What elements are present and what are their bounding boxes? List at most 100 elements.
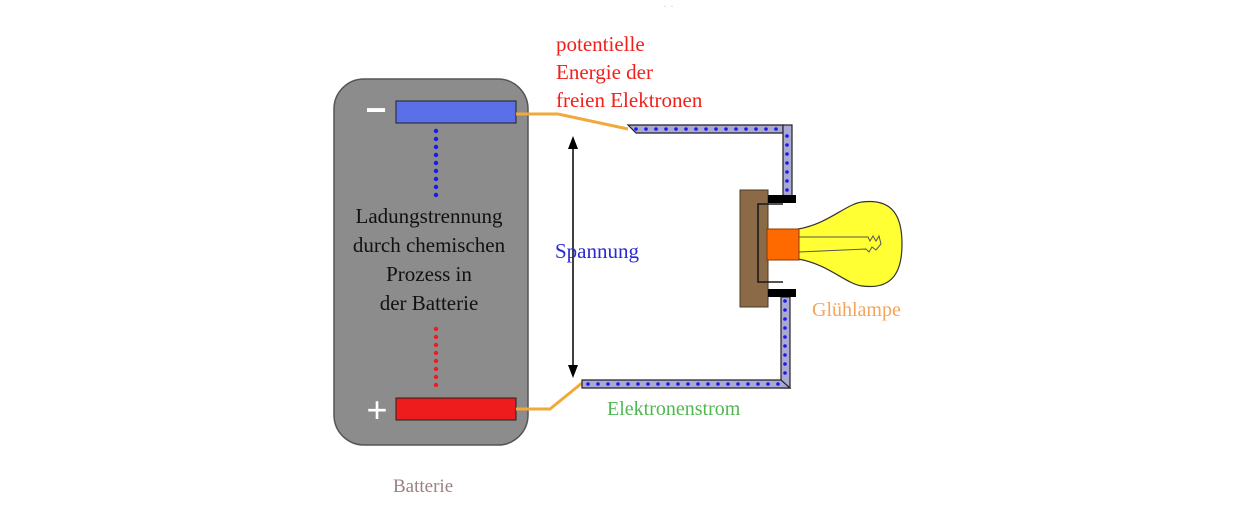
electron-dot [596, 382, 600, 386]
electron-dot [606, 382, 610, 386]
socket-clamp [757, 203, 783, 283]
top-stray-marks: · · [663, 0, 674, 13]
electron-dot [726, 382, 730, 386]
electron-dot [664, 127, 668, 131]
negative-charge-dot [433, 152, 439, 158]
positive-charge-dot [433, 326, 439, 332]
electron-dot [764, 127, 768, 131]
electron-dot [785, 161, 789, 165]
electron-dot [783, 344, 787, 348]
electron-dot [706, 382, 710, 386]
electron-dot [754, 127, 758, 131]
light-bulb [739, 189, 903, 308]
bulb-socket [739, 189, 769, 308]
negative-charge-dot [433, 168, 439, 174]
negative-charge-dot [433, 184, 439, 190]
charge-separation-label: Ladungstrennung durch chemischen Prozess… [338, 202, 520, 318]
electron-dot [704, 127, 708, 131]
electron-dot [734, 127, 738, 131]
electron-dot [785, 179, 789, 183]
negative-charge-dot [433, 176, 439, 182]
electron-dot [736, 382, 740, 386]
electron-dot [666, 382, 670, 386]
electron-dot [783, 299, 787, 303]
electron-dot [654, 127, 658, 131]
electron-dot [785, 170, 789, 174]
upper-conductor [626, 124, 793, 198]
electron-dot [644, 127, 648, 131]
electron-dot [776, 382, 780, 386]
separation-line-2: durch chemischen [352, 233, 506, 257]
lower-electron-dots [586, 299, 787, 386]
positive-charge-dot [433, 334, 439, 340]
electron-dot [785, 188, 789, 192]
electron-dot [785, 134, 789, 138]
electron-dot [616, 382, 620, 386]
lamp-label: Glühlampe [812, 299, 901, 321]
upper-contact [768, 195, 796, 203]
electron-dot [724, 127, 728, 131]
electron-dot [684, 127, 688, 131]
positive-charge-dots [433, 326, 439, 388]
electron-dot [646, 382, 650, 386]
electron-dot [636, 382, 640, 386]
electron-dot [656, 382, 660, 386]
battery-body [333, 78, 529, 446]
positive-charge-dot [433, 342, 439, 348]
electron-dot [696, 382, 700, 386]
negative-charge-dots [433, 128, 439, 198]
electron-dot [746, 382, 750, 386]
positive-charge-dot [433, 366, 439, 372]
battery: − + [333, 78, 529, 446]
negative-charge-dot [433, 136, 439, 142]
electron-dot [686, 382, 690, 386]
electron-flow-label: Elektronenstrom [607, 398, 741, 420]
plus-sign: + [366, 389, 387, 430]
electron-dot [744, 127, 748, 131]
negative-charge-dot [433, 144, 439, 150]
electron-dot [783, 317, 787, 321]
separation-line-4: der Batterie [379, 291, 479, 315]
positive-charge-dot [433, 382, 439, 388]
bulb-base [766, 228, 800, 261]
electron-dot [783, 362, 787, 366]
electron-dot [783, 371, 787, 375]
electron-dot [634, 127, 638, 131]
positive-plate [395, 397, 517, 421]
electron-dot [785, 152, 789, 156]
bulb-glass [797, 200, 903, 288]
electron-dot [626, 382, 630, 386]
negative-charge-dot [433, 160, 439, 166]
energy-label-line-1: potentielle [556, 32, 645, 56]
electron-dot [674, 127, 678, 131]
electron-dot [774, 127, 778, 131]
energy-label-line-3: freien Elektronen [556, 88, 703, 112]
electron-dot [756, 382, 760, 386]
bulb-filament [798, 234, 882, 253]
electron-dot [716, 382, 720, 386]
voltage-arrow [568, 136, 578, 378]
minus-sign: − [365, 89, 386, 130]
electron-dot [714, 127, 718, 131]
electron-dot [783, 308, 787, 312]
positive-charge-dot [433, 358, 439, 364]
voltage-label: Spannung [555, 239, 639, 263]
energy-label-line-2: Energie der [556, 60, 653, 84]
negative-charge-dot [433, 128, 439, 134]
separation-line-1: Ladungstrennung [355, 204, 503, 228]
battery-label: Batterie [393, 476, 454, 497]
electron-dot [766, 382, 770, 386]
positive-charge-dot [433, 374, 439, 380]
electron-dot [586, 382, 590, 386]
upper-electron-dots [634, 127, 789, 192]
electron-dot [783, 353, 787, 357]
electron-dot [676, 382, 680, 386]
negative-charge-dot [433, 192, 439, 198]
electron-dot [783, 326, 787, 330]
lower-contact [768, 289, 796, 297]
upper-lead-wire [516, 112, 629, 131]
electron-dot [694, 127, 698, 131]
lower-conductor [581, 296, 792, 389]
separation-line-3: Prozess in [386, 262, 472, 286]
